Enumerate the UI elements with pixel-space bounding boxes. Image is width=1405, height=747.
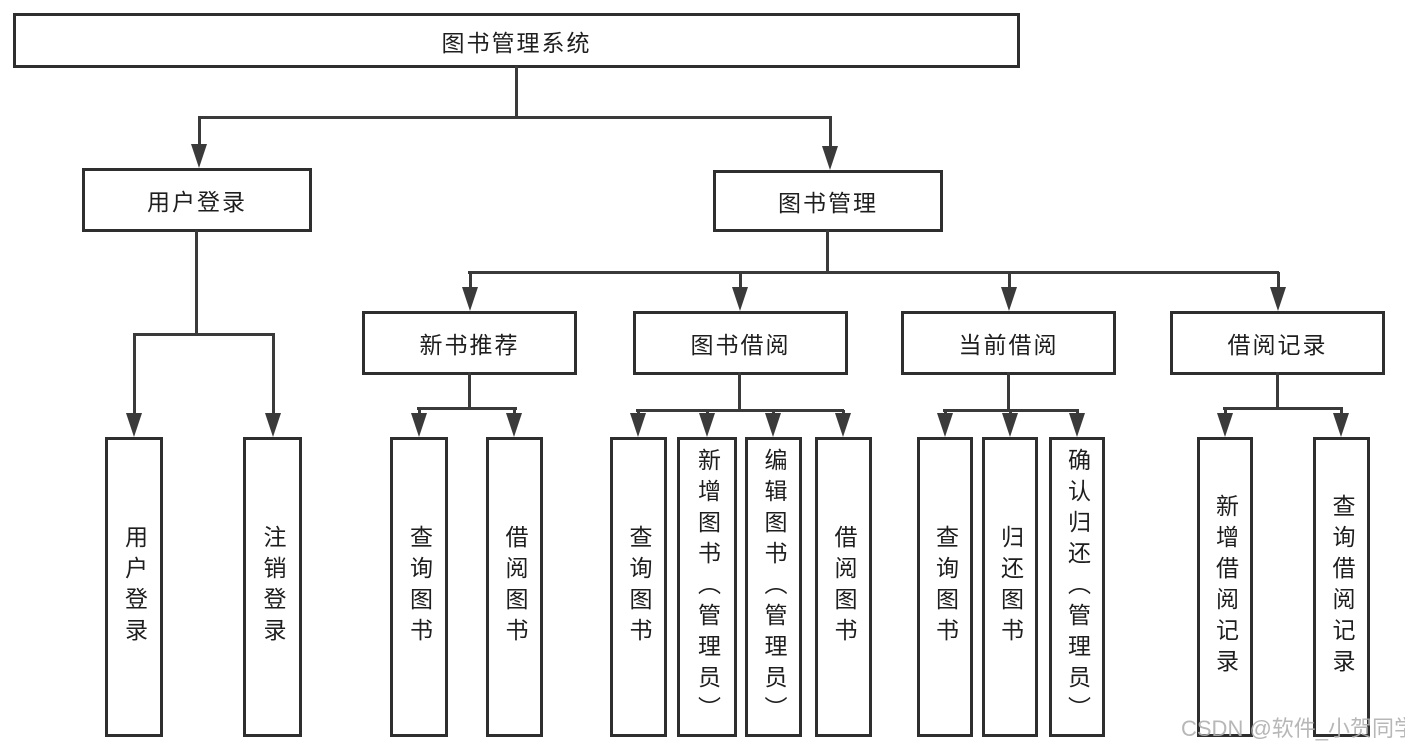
node-leaf-user-login-label: 用户登录 [121, 525, 148, 649]
node-leaf-nbr-borrow-books-label: 借阅图书 [502, 525, 528, 649]
arrow-head-icon [191, 144, 207, 168]
node-leaf-br-query-record: 查询借阅记录 [1313, 437, 1370, 737]
arrow-head-icon [732, 287, 748, 311]
connector-line [1223, 407, 1343, 410]
arrow-shaft [828, 117, 832, 146]
node-leaf-bb-edit-books-label: 编辑图书（管理员） [761, 447, 787, 727]
arrow-head-icon [630, 413, 646, 437]
arrow-head-icon [506, 413, 522, 437]
arrow-shaft [1075, 410, 1079, 413]
node-leaf-bb-query-books: 查询图书 [610, 437, 667, 737]
node-leaf-nbr-borrow-books: 借阅图书 [486, 437, 543, 737]
arrow-shaft [636, 410, 640, 413]
node-current-borrowing-label: 当前借阅 [958, 332, 1059, 358]
node-user-login-label: 用户登录 [147, 189, 247, 215]
node-leaf-br-add-record-label: 新增借阅记录 [1212, 494, 1239, 680]
node-leaf-cb-query-books: 查询图书 [917, 437, 973, 737]
arrow-head-icon [937, 413, 953, 437]
node-root-label: 图书管理系统 [441, 29, 592, 56]
arrow-shaft [771, 410, 775, 413]
arrow-head-icon [699, 413, 715, 437]
node-leaf-cb-query-books-label: 查询图书 [932, 525, 959, 649]
arrow-shaft [417, 408, 421, 413]
arrow-shaft [841, 410, 845, 413]
arrow-head-icon [1217, 413, 1233, 437]
arrow-shaft [271, 334, 275, 413]
node-leaf-user-login: 用户登录 [105, 437, 163, 737]
arrow-shaft [1007, 272, 1011, 287]
arrow-head-icon [1270, 287, 1286, 311]
node-leaf-nbr-query-books: 查询图书 [390, 437, 448, 737]
node-leaf-cb-return-books: 归还图书 [982, 437, 1038, 737]
node-borrowing-records: 借阅记录 [1170, 311, 1385, 375]
node-leaf-bb-add-books: 新增图书（管理员） [677, 437, 737, 737]
arrow-head-icon [1002, 413, 1018, 437]
arrow-head-icon [835, 413, 851, 437]
node-leaf-bb-add-books-label: 新增图书（管理员） [694, 447, 721, 727]
arrow-head-icon [822, 146, 838, 170]
arrow-shaft [1008, 410, 1012, 413]
connector-line [515, 66, 518, 119]
connector-line [468, 271, 1279, 274]
node-book-borrowing: 图书借阅 [633, 311, 848, 375]
node-new-book-recommend: 新书推荐 [362, 311, 577, 375]
arrow-shaft [1223, 408, 1227, 413]
connector-line [198, 116, 832, 119]
connector-line [468, 372, 471, 409]
node-leaf-cb-return-books-label: 归还图书 [997, 525, 1024, 649]
node-leaf-nbr-query-books-label: 查询图书 [406, 525, 433, 649]
arrow-shaft [512, 408, 516, 413]
node-leaf-logout-label: 注销登录 [260, 525, 286, 649]
node-leaf-cb-confirm-return-label: 确认归还（管理员） [1064, 447, 1091, 727]
arrow-shaft [943, 410, 947, 413]
arrow-head-icon [411, 413, 427, 437]
connector-line [738, 372, 741, 411]
node-borrowing-records-label: 借阅记录 [1227, 332, 1328, 358]
node-book-management-label: 图书管理 [778, 190, 878, 216]
node-book-borrowing-label: 图书借阅 [690, 332, 791, 358]
arrow-head-icon [462, 287, 478, 311]
connector-line [195, 230, 198, 335]
arrow-head-icon [126, 413, 142, 437]
arrow-head-icon [1333, 413, 1349, 437]
arrow-shaft [738, 272, 742, 287]
node-leaf-bb-query-books-label: 查询图书 [626, 525, 652, 649]
arrow-shaft [197, 117, 201, 144]
node-user-login: 用户登录 [82, 168, 312, 232]
node-book-management: 图书管理 [713, 170, 943, 232]
connector-line [133, 333, 275, 336]
arrow-head-icon [1069, 413, 1085, 437]
node-leaf-br-query-record-label: 查询借阅记录 [1329, 494, 1355, 680]
node-new-book-recommend-label: 新书推荐 [419, 332, 520, 358]
node-root: 图书管理系统 [13, 13, 1020, 68]
node-leaf-cb-confirm-return: 确认归还（管理员） [1049, 437, 1105, 737]
csdn-watermark: CSDN @软件_小贺同学 [1181, 716, 1405, 741]
connector-line [1276, 372, 1279, 409]
node-leaf-br-add-record: 新增借阅记录 [1197, 437, 1253, 737]
connector-line [826, 230, 829, 273]
node-leaf-bb-edit-books: 编辑图书（管理员） [745, 437, 802, 737]
connector-line [1007, 372, 1010, 411]
node-leaf-bb-borrow-books-label: 借阅图书 [831, 525, 857, 649]
arrow-shaft [468, 272, 472, 287]
node-current-borrowing: 当前借阅 [901, 311, 1116, 375]
connector-line [417, 407, 517, 410]
connector-line [636, 409, 844, 412]
arrow-shaft [1339, 408, 1343, 413]
node-leaf-bb-borrow-books: 借阅图书 [815, 437, 872, 737]
arrow-head-icon [765, 413, 781, 437]
arrow-shaft [1276, 272, 1280, 287]
arrow-head-icon [265, 413, 281, 437]
node-leaf-logout: 注销登录 [243, 437, 302, 737]
arrow-shaft [705, 410, 709, 413]
arrow-shaft [132, 334, 136, 413]
arrow-head-icon [1001, 287, 1017, 311]
